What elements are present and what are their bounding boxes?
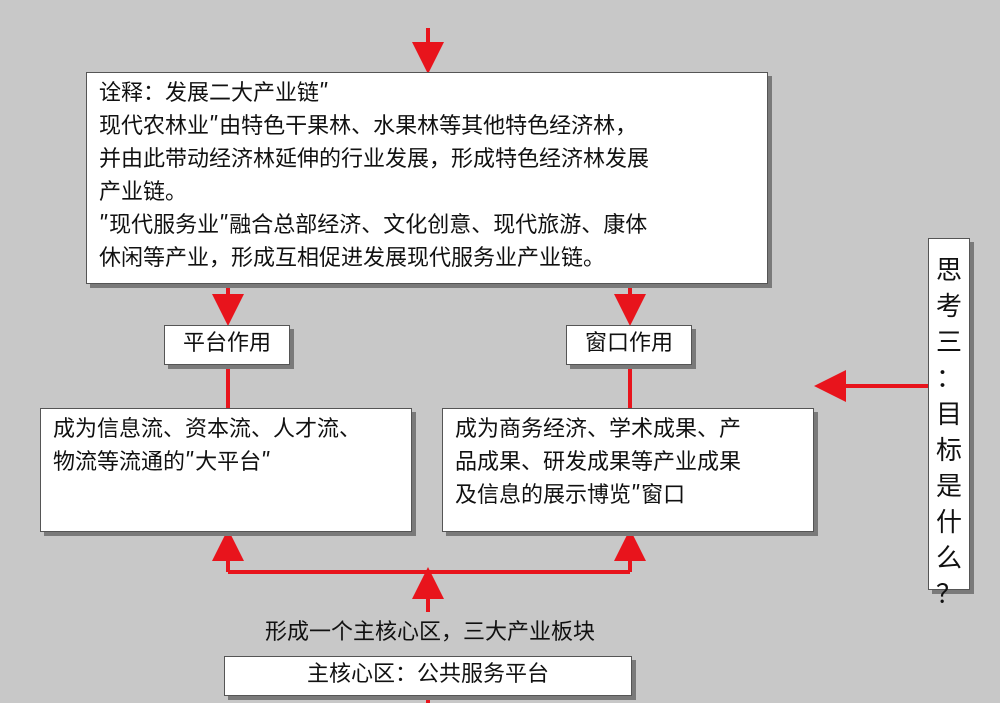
platform-box: 成为信息流、资本流、人才流、 物流等流通的ʺ大平台ʺ: [40, 408, 412, 532]
side-char: ？: [935, 580, 962, 610]
side-char: 是: [935, 472, 962, 502]
platform-line: 物流等流通的ʺ大平台ʺ: [53, 450, 272, 475]
platform-label: 平台作用: [164, 325, 290, 365]
window-line: 品成果、研发成果等产业成果: [455, 450, 742, 475]
explain-line: ʺ现代服务业ʺ融合总部经济、文化创意、现代旅游、康体: [99, 213, 648, 238]
caption: 形成一个主核心区，三大产业板块: [264, 620, 595, 645]
side-box: 思 考 三 ： 目 标 是 什 么 ？: [928, 238, 970, 610]
explain-line: 产业链。: [99, 180, 188, 205]
platform-line: 成为信息流、资本流、人才流、: [53, 417, 362, 442]
side-char: 目: [935, 400, 962, 430]
window-label: 窗口作用: [566, 325, 692, 365]
explain-line: 现代农林业ʺ由特色干果林、水果林等其他特色经济林，: [99, 114, 638, 139]
explain-line: 并由此带动经济林延伸的行业发展，形成特色经济林发展: [99, 147, 650, 172]
side-char: 考: [935, 292, 962, 322]
side-char: 标: [935, 436, 962, 466]
side-char: 什: [935, 508, 962, 538]
side-char: 么: [935, 544, 962, 574]
side-char: 思: [935, 256, 962, 286]
explain-line: 诠释：发展二大产业链ʺ: [99, 81, 330, 106]
window-box: 成为商务经济、学术成果、产 品成果、研发成果等产业成果 及信息的展示博览ʺ窗口: [442, 408, 814, 532]
explain-box: 诠释：发展二大产业链ʺ 现代农林业ʺ由特色干果林、水果林等其他特色经济林， 并由…: [86, 72, 768, 284]
window-line: 及信息的展示博览ʺ窗口: [455, 483, 686, 508]
window-line: 成为商务经济、学术成果、产: [455, 417, 742, 442]
side-char: 三: [935, 328, 962, 358]
side-char: ：: [935, 364, 962, 394]
core-box: 主核心区：公共服务平台: [224, 656, 632, 696]
explain-line: 休闲等产业，形成互相促进发展现代服务业产业链。: [99, 246, 606, 271]
